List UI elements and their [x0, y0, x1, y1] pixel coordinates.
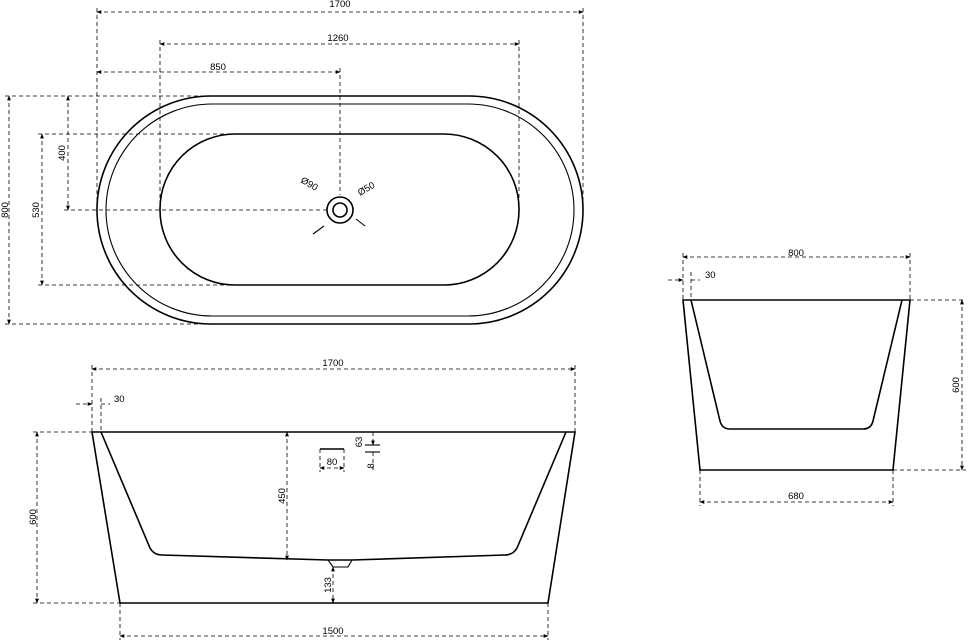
top-view-basin: [159, 133, 520, 286]
dim-overflow-width: 80: [327, 457, 338, 468]
dim-side-drain-height: 133: [323, 577, 334, 593]
drain-outer-circle: [326, 196, 354, 224]
dim-top-drain-offset: 850: [210, 62, 226, 73]
dim-drain-outer-dia: Ø90: [299, 175, 320, 194]
dim-side-height: 600: [28, 509, 39, 525]
dim-overflow-thickness: 8: [366, 463, 377, 468]
dim-top-width: 800: [0, 202, 11, 218]
dim-top-inner-width: 530: [31, 202, 42, 218]
dim-end-bottom-width: 680: [788, 491, 804, 502]
end-view-body: [682, 299, 911, 471]
dim-drain-inner-dia: Ø50: [356, 180, 377, 199]
side-view-drain: [327, 559, 353, 568]
end-view: 800 30 600 680: [668, 248, 966, 506]
side-view: 1700 30 600 450 133 80 63 8 1500: [28, 358, 576, 640]
dim-top-length: 1700: [329, 0, 350, 10]
dim-side-bottom-length: 1500: [322, 626, 343, 637]
top-view: 1700 1260 850 800 530 400 Ø90 Ø50: [0, 0, 584, 325]
dim-end-rim: 30: [705, 270, 716, 281]
side-view-basin: [100, 431, 567, 561]
end-view-basin: [690, 299, 903, 430]
dim-top-inner-length: 1260: [327, 33, 348, 44]
dim-end-width: 800: [788, 248, 804, 259]
drain-inner-circle: [332, 202, 348, 218]
dim-end-height: 600: [951, 377, 962, 393]
dim-side-length: 1700: [322, 358, 343, 369]
dim-top-drain-y: 400: [57, 145, 68, 161]
dim-overflow-height: 63: [354, 437, 365, 448]
dim-side-rim: 30: [114, 394, 125, 405]
dim-side-depth: 450: [277, 488, 288, 504]
